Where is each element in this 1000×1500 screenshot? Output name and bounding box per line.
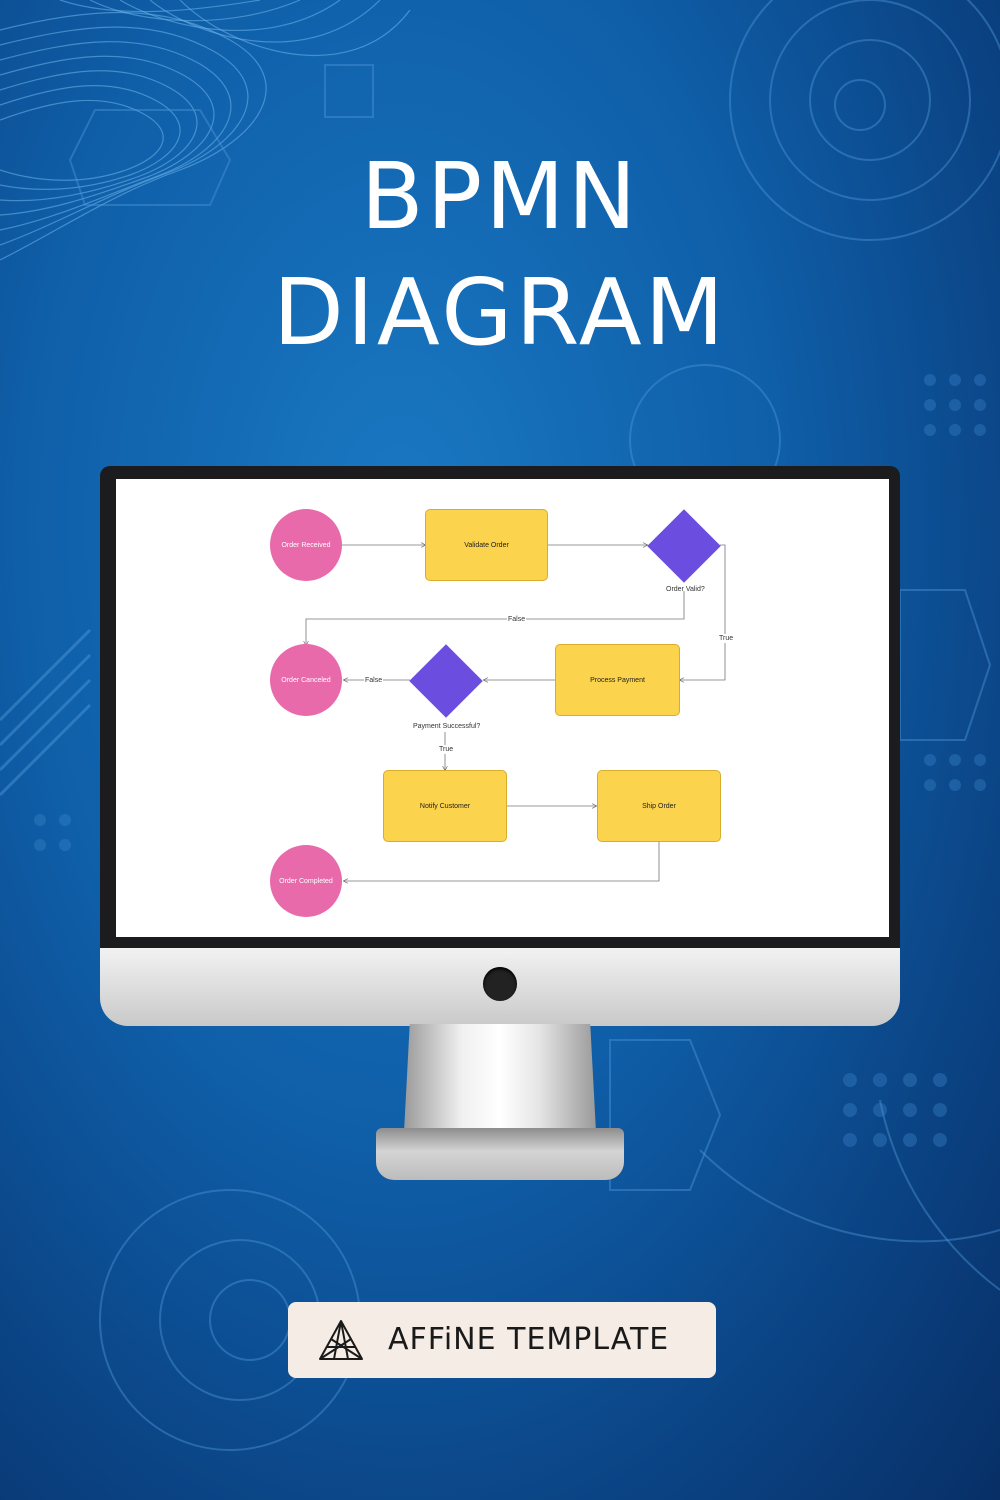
affine-template-badge: AFFiNE TEMPLATE [288,1302,716,1378]
page-title-line-1: BPMN [360,143,640,250]
event-order-completed: Order Completed [270,845,342,917]
event-order-received: Order Received [270,509,342,581]
event-order-canceled: Order Canceled [270,644,342,716]
monitor-stand-base [376,1128,624,1180]
task-ship-order: Ship Order [597,770,721,842]
edge-label-valid-true: True [718,634,735,643]
diagram-edges [116,479,726,937]
edge-label-payment-false: False [364,676,384,685]
gateway-payment-successful-label: Payment Successful? [413,723,481,730]
edge-label-payment-true: True [438,745,455,754]
task-validate-order: Validate Order [425,509,548,581]
dot-grid-pattern [34,374,986,1147]
monitor-screen: Order Received Validate Order Order Vali… [116,479,889,937]
gateway-order-valid-label: Order Valid? [666,586,705,593]
task-process-payment: Process Payment [555,644,680,716]
diagonal-stripes-pattern [0,628,92,797]
edge-gateway-false-to-canceled [306,591,685,645]
monitor-logo-dot [483,967,517,1001]
wave-lines-pattern [0,0,411,261]
monitor-stand-neck [404,1024,596,1132]
task-notify-customer: Notify Customer [383,770,507,842]
edge-label-valid-false: False [507,615,527,624]
edge-gateway-true-to-payment [680,544,726,680]
affine-logo-icon [319,1320,363,1360]
badge-label: AFFiNE TEMPLATE [388,1322,670,1357]
page-title-line-2: DIAGRAM [272,259,728,366]
edge-ship-to-completed [344,842,660,881]
